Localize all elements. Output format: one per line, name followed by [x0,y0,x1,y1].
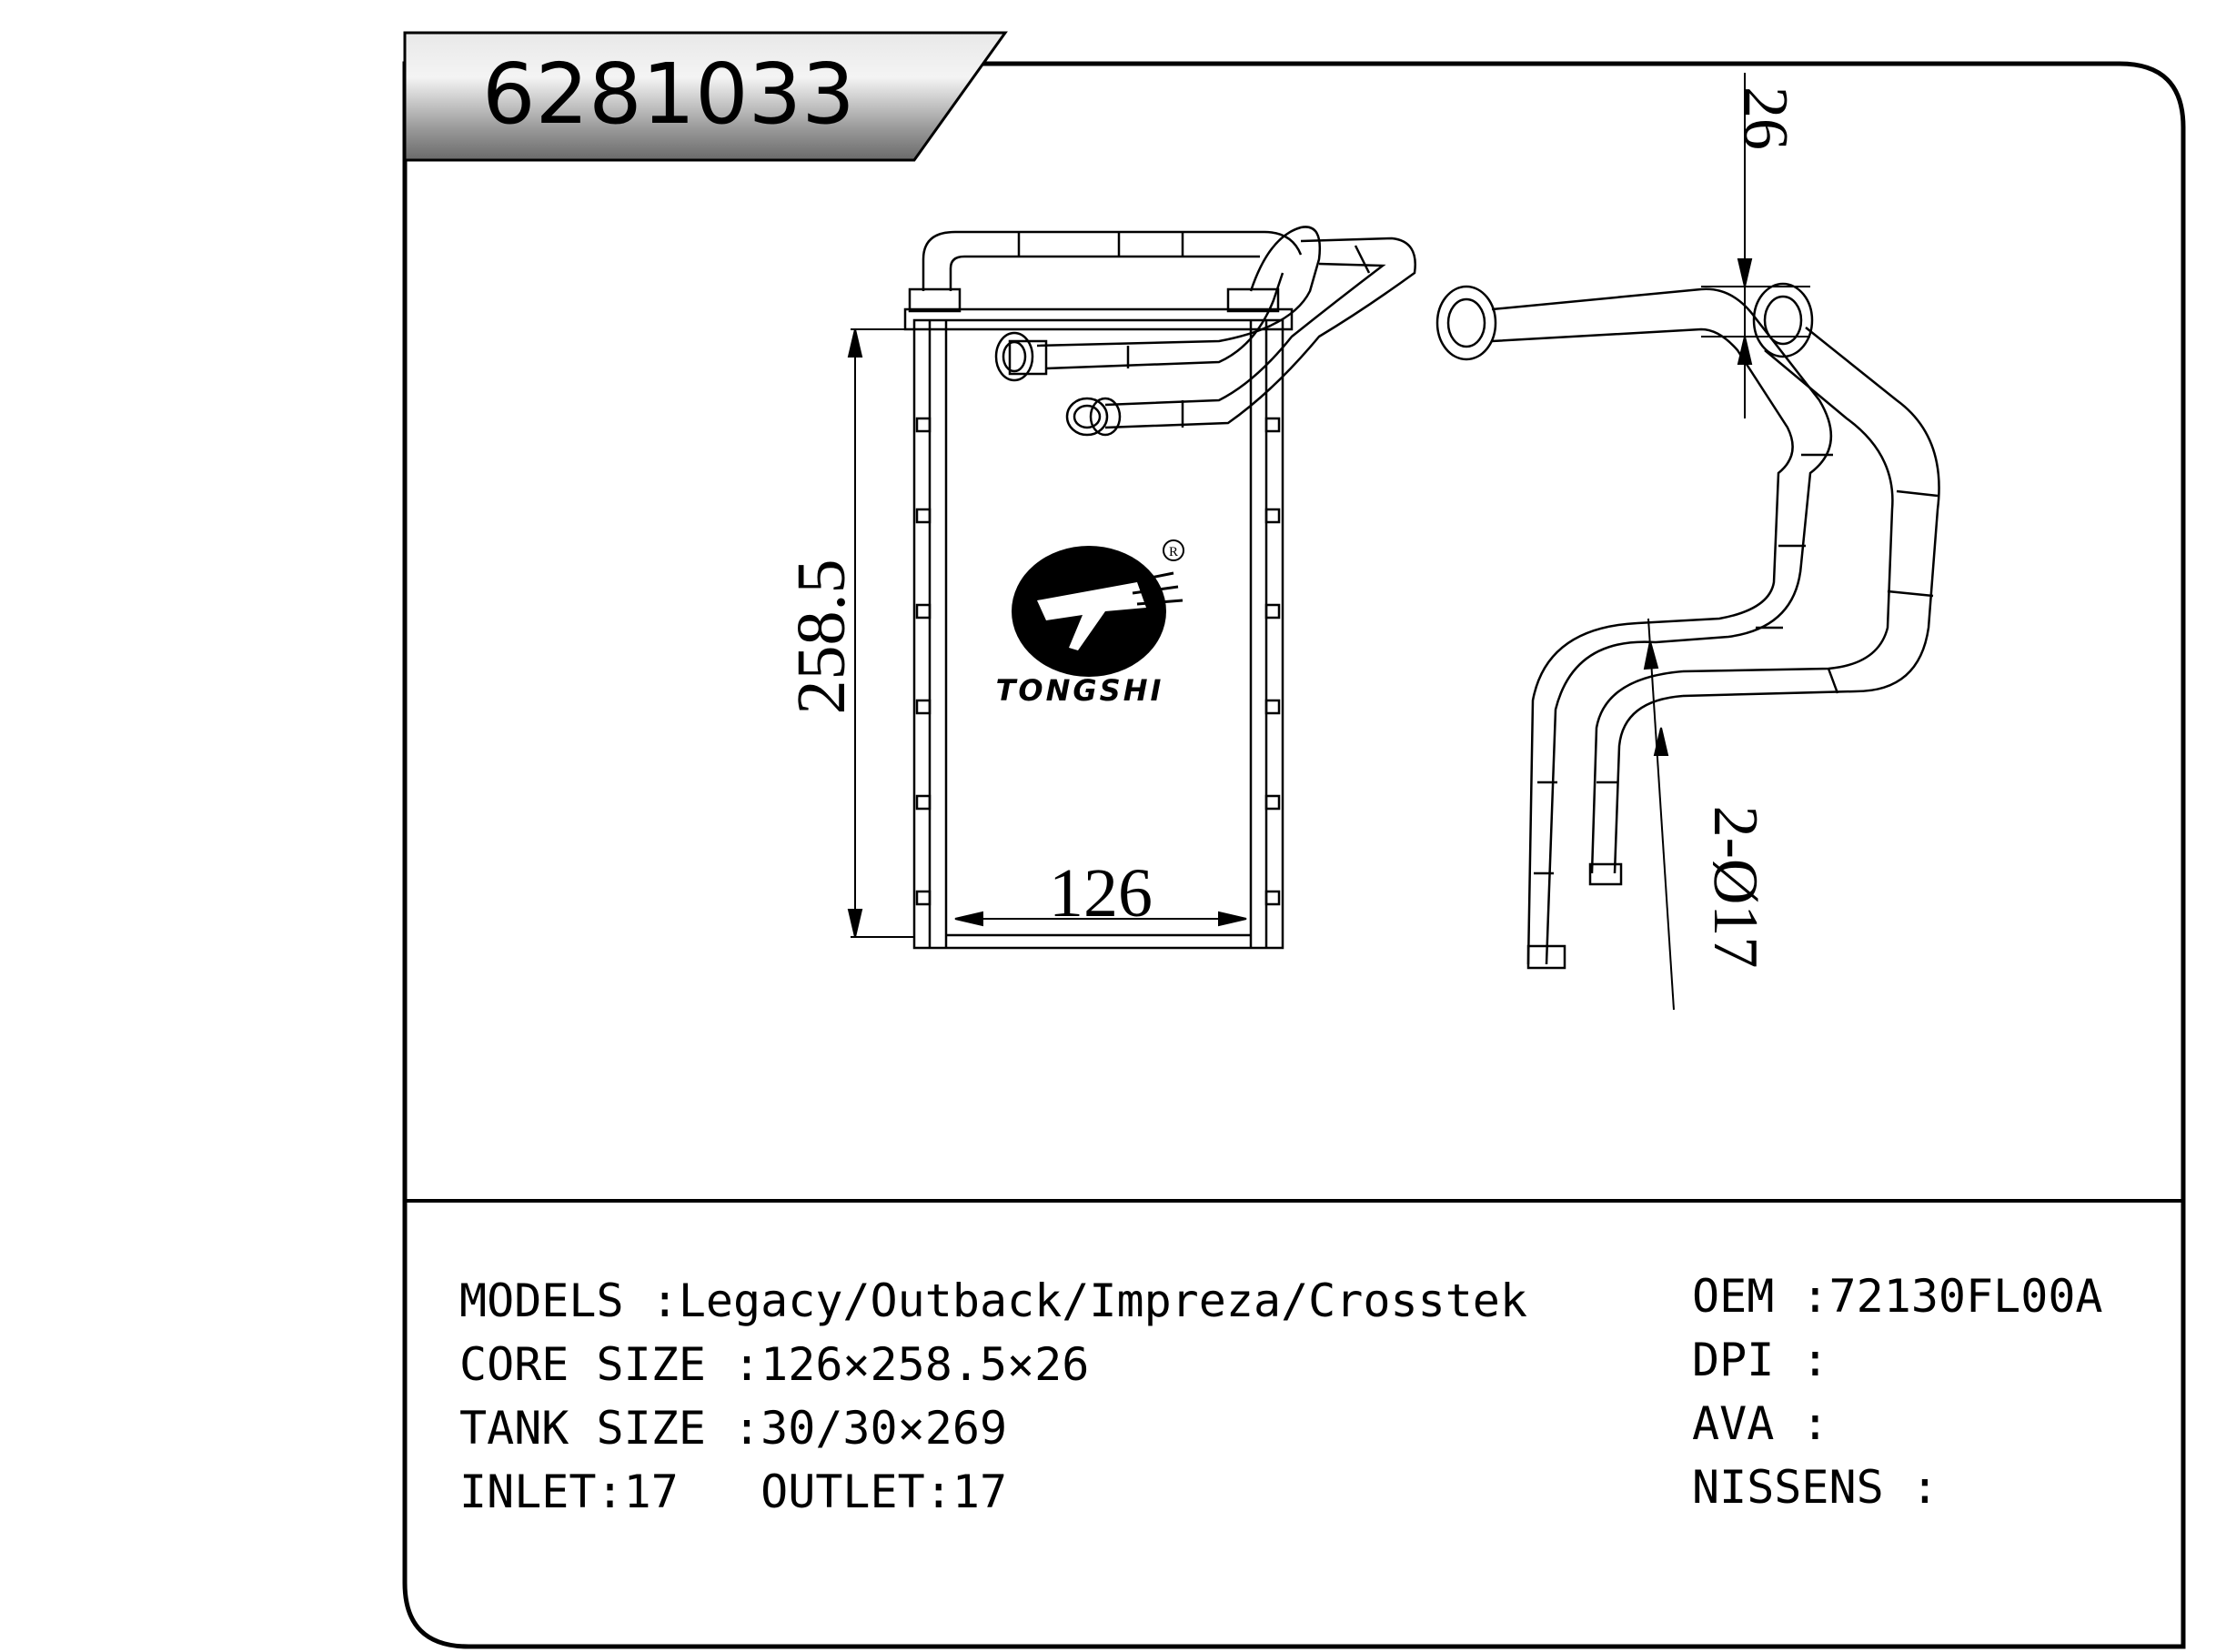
registered-mark: R [1169,545,1178,559]
registered-mark-icon [1163,539,1184,561]
spec-oem: OEM :72130FL00A [1692,1270,2103,1323]
pipe-diameter-dimension [1643,618,1675,1011]
width-value: 126 [1049,855,1153,932]
tongshi-logo: R TONGSHI [996,539,1184,708]
spec-nissens: NISSENS : [1692,1461,1939,1514]
spec-tank-size: TANK SIZE :30/30×269 [459,1402,1008,1455]
height-dimension [847,328,914,938]
heater-core-front-view [903,226,1416,950]
spec-dpi: DPI : [1692,1334,1829,1386]
part-number: 6281033 [482,45,855,143]
spec-inlet-outlet: INLET:17 OUTLET:17 [459,1466,1008,1518]
drawing-frame [402,61,2186,1649]
title-banner: 6281033 [403,31,1008,162]
height-value: 258.5 [783,559,860,715]
width-dimension [954,911,1247,927]
spec-ava: AVA : [1692,1397,1829,1450]
pipe-diameter-value: 2-Ø17 [1700,806,1770,969]
heater-core-side-view [1435,282,1940,970]
brand-name: TONGSHI [996,673,1164,708]
spec-models: MODELS :Legacy/Outback/Impreza/Crosstek [459,1274,1527,1327]
depth-value: 26 [1730,86,1800,150]
depth-dimension [1701,73,1810,418]
spec-core-size: CORE SIZE :126×258.5×26 [459,1338,1090,1391]
